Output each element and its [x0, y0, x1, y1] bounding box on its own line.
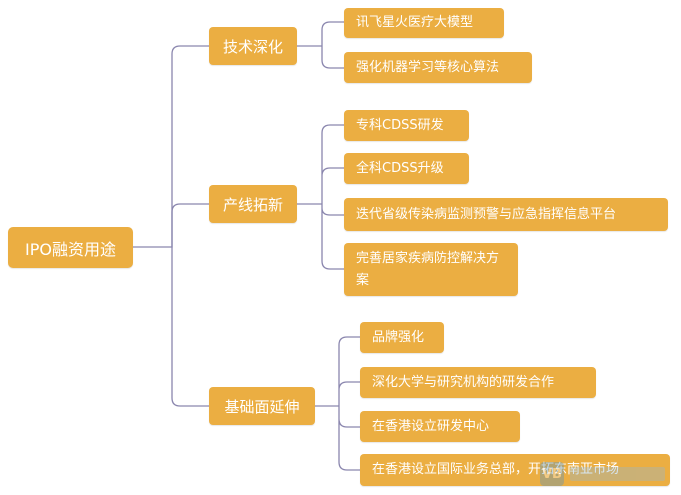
root-node: IPO融资用途: [8, 227, 133, 268]
link-cat1-items: [297, 21, 344, 69]
watermark-icon: VB: [540, 462, 564, 486]
link-cat2-items: [297, 124, 344, 270]
link-root-cat-2: [171, 203, 209, 247]
category-foundation-extension: 基础面延伸: [209, 387, 315, 425]
link-root-cat-1: [133, 45, 209, 248]
leaf-hk-international-hq: 在香港设立国际业务总部，开拓东南亚市场: [360, 454, 670, 486]
leaf-general-cdss-upgrade: 全科CDSS升级: [344, 153, 469, 184]
link-root-cat-3: [171, 247, 209, 407]
leaf-home-disease-solution: 完善居家疾病防控解决方案: [344, 243, 518, 296]
leaf-provincial-platform: 迭代省级传染病监测预警与应急指挥信息平台: [344, 198, 668, 231]
watermark-text-block: [570, 467, 665, 481]
leaf-specialty-cdss: 专科CDSS研发: [344, 110, 469, 141]
category-product-line-expansion: 产线拓新: [209, 185, 297, 223]
category-tech-deepening: 技术深化: [209, 27, 297, 65]
leaf-university-cooperation: 深化大学与研究机构的研发合作: [360, 367, 596, 398]
leaf-brand-strengthening: 品牌强化: [360, 322, 444, 353]
leaf-hk-rd-center: 在香港设立研发中心: [360, 411, 520, 442]
leaf-core-algorithms: 强化机器学习等核心算法: [344, 52, 532, 83]
leaf-spark-medical-model: 讯飞星火医疗大模型: [344, 8, 504, 38]
link-cat3-items: [315, 336, 360, 471]
watermark-logo: VB: [540, 457, 675, 491]
